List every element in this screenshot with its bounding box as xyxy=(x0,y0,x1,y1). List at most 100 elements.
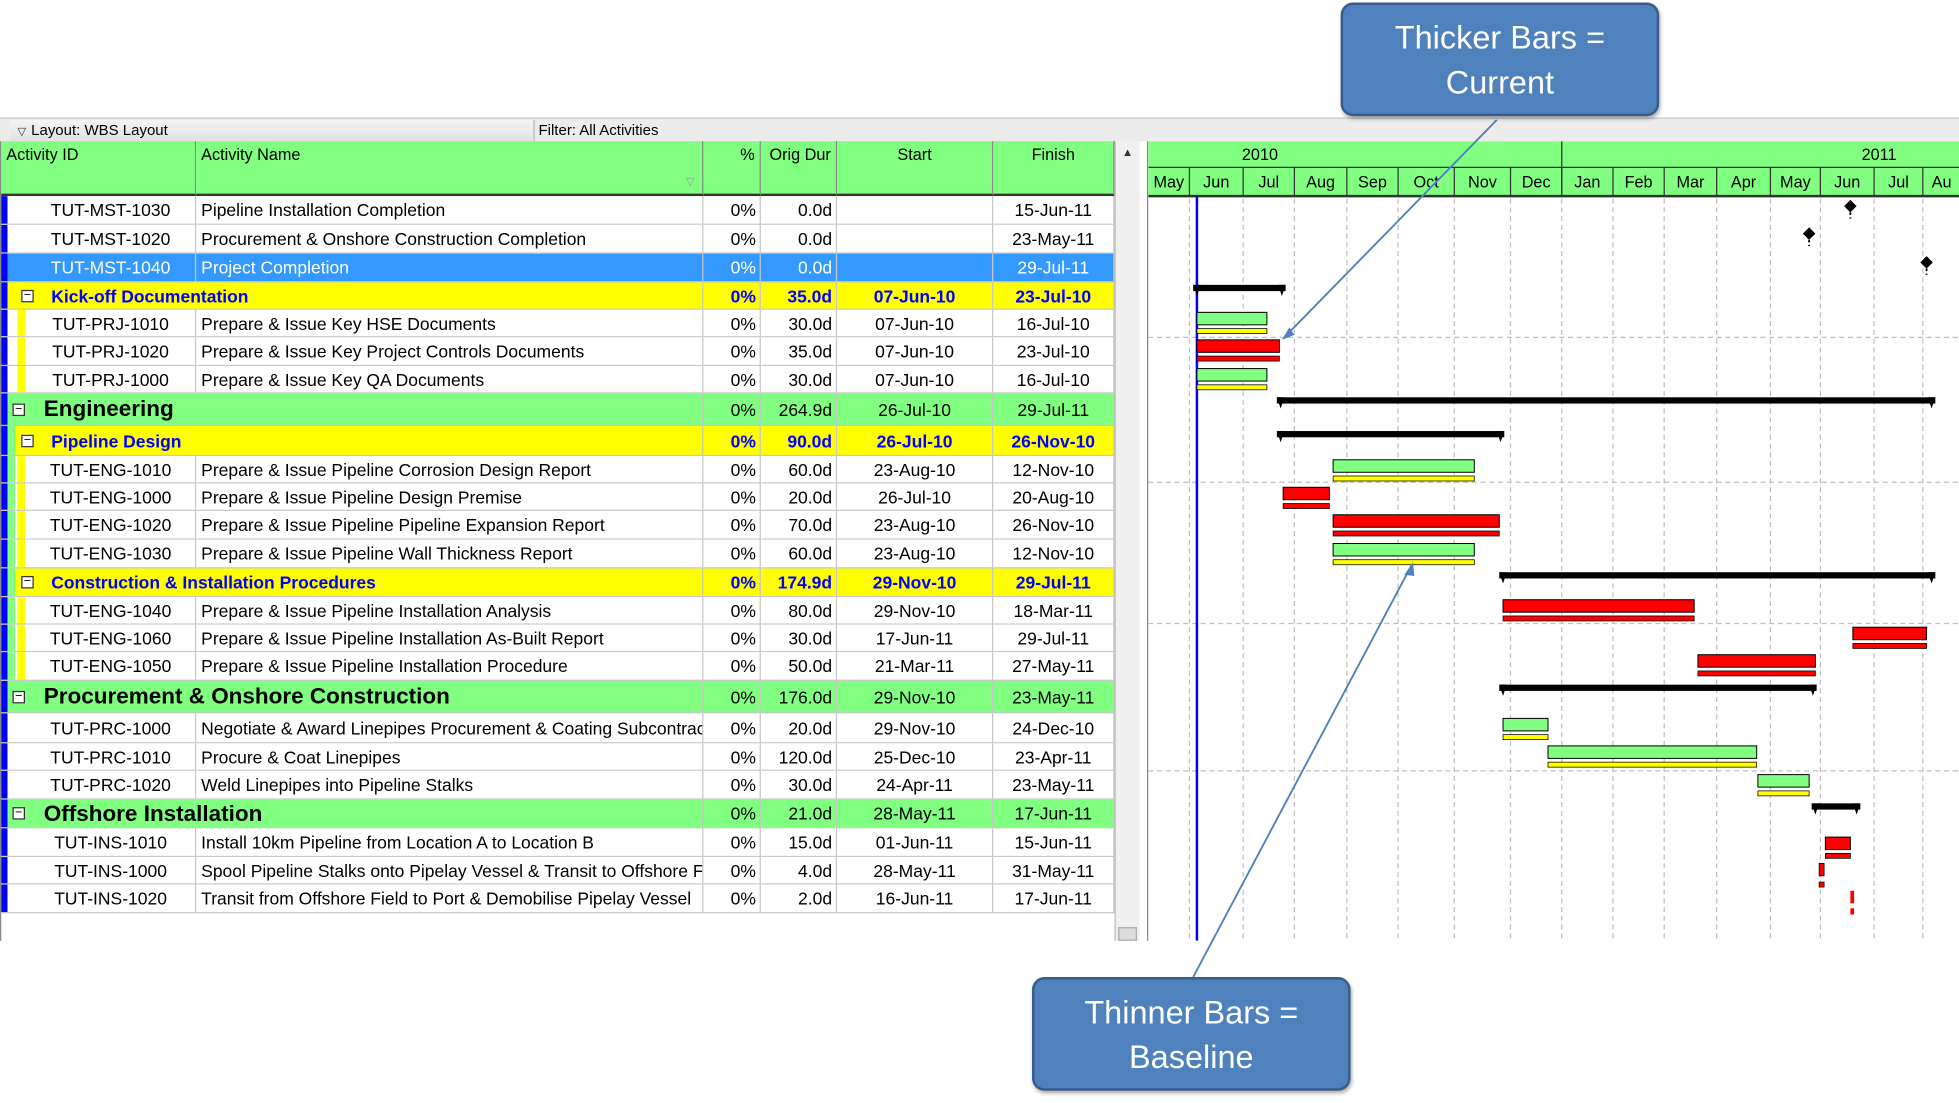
activity-id-cell[interactable]: TUT-INS-1000 xyxy=(26,857,197,884)
activity-id-cell[interactable]: TUT-MST-1040 xyxy=(26,253,197,282)
column-header-start[interactable]: Start xyxy=(837,141,994,197)
activity-id-cell[interactable]: TUT-PRC-1010 xyxy=(26,743,197,770)
orig-dur-cell[interactable]: 35.0d xyxy=(761,337,838,365)
pct-cell[interactable]: 0% xyxy=(703,828,761,856)
filter-icon[interactable]: ▽ xyxy=(686,174,695,188)
scrollbar-thumb[interactable] xyxy=(1118,927,1137,941)
orig-dur-cell[interactable]: 30.0d xyxy=(761,366,838,393)
column-header-activity-id[interactable]: Activity ID xyxy=(1,141,197,197)
pct-cell[interactable]: 0% xyxy=(703,366,761,393)
finish-cell[interactable]: 24-Dec-10 xyxy=(993,713,1115,743)
finish-cell[interactable]: 31-May-11 xyxy=(993,857,1115,884)
orig-dur-cell[interactable]: 90.0d xyxy=(761,426,838,455)
finish-cell[interactable]: 16-Jul-10 xyxy=(993,366,1115,393)
pct-cell[interactable]: 0% xyxy=(703,539,761,568)
start-cell[interactable]: 01-Jun-11 xyxy=(837,828,994,856)
finish-cell[interactable]: 26-Nov-10 xyxy=(993,511,1115,539)
activity-name-cell[interactable]: Prepare & Issue Key HSE Documents xyxy=(196,309,704,337)
layout-dropdown[interactable]: ▽Layout: WBS Layout xyxy=(9,119,535,142)
start-cell[interactable]: 07-Jun-10 xyxy=(837,337,994,365)
column-header-activity-name[interactable]: Activity Name ▽ xyxy=(196,141,704,197)
start-cell[interactable]: 23-Aug-10 xyxy=(837,511,994,539)
activity-name-cell[interactable]: Negotiate & Award Linepipes Procurement … xyxy=(196,713,704,743)
wbs-name-cell[interactable]: Offshore Installation xyxy=(39,799,704,828)
pct-cell[interactable]: 0% xyxy=(703,456,761,483)
pct-cell[interactable]: 0% xyxy=(703,770,761,799)
activity-name-cell[interactable]: Transit from Offshore Field to Port & De… xyxy=(196,884,704,913)
orig-dur-cell[interactable]: 4.0d xyxy=(761,857,838,884)
pct-cell[interactable]: 0% xyxy=(703,652,761,680)
orig-dur-cell[interactable]: 80.0d xyxy=(761,597,838,624)
pct-cell[interactable]: 0% xyxy=(703,680,761,713)
column-header-pct[interactable]: % xyxy=(703,141,761,197)
activity-id-cell[interactable]: TUT-ENG-1060 xyxy=(26,624,197,651)
pct-cell[interactable]: 0% xyxy=(703,393,761,425)
finish-cell[interactable]: 29-Jul-11 xyxy=(993,624,1115,651)
activity-id-cell[interactable]: TUT-MST-1030 xyxy=(26,196,197,224)
pct-cell[interactable]: 0% xyxy=(703,309,761,337)
orig-dur-cell[interactable]: 20.0d xyxy=(761,483,838,510)
finish-cell[interactable]: 18-Mar-11 xyxy=(993,597,1115,624)
pct-cell[interactable]: 0% xyxy=(703,624,761,651)
collapse-toggle-icon[interactable]: − xyxy=(12,690,25,703)
activity-id-cell[interactable]: TUT-ENG-1010 xyxy=(26,456,197,483)
orig-dur-cell[interactable]: 70.0d xyxy=(761,511,838,539)
activity-name-cell[interactable]: Project Completion xyxy=(196,253,704,282)
orig-dur-cell[interactable]: 60.0d xyxy=(761,539,838,568)
orig-dur-cell[interactable]: 174.9d xyxy=(761,568,838,596)
start-cell[interactable]: 29-Nov-10 xyxy=(837,680,994,713)
orig-dur-cell[interactable]: 15.0d xyxy=(761,828,838,856)
vertical-scrollbar[interactable]: ▲ xyxy=(1114,141,1140,941)
finish-cell[interactable]: 23-May-11 xyxy=(993,224,1115,253)
start-cell[interactable]: 17-Jun-11 xyxy=(837,624,994,651)
activity-name-cell[interactable]: Weld Linepipes into Pipeline Stalks xyxy=(196,770,704,799)
activity-id-cell[interactable]: TUT-ENG-1030 xyxy=(26,539,197,568)
orig-dur-cell[interactable]: 35.0d xyxy=(761,282,838,309)
start-cell[interactable] xyxy=(837,224,994,253)
orig-dur-cell[interactable]: 264.9d xyxy=(761,393,838,425)
finish-cell[interactable]: 12-Nov-10 xyxy=(993,539,1115,568)
activity-id-cell[interactable]: TUT-ENG-1020 xyxy=(26,511,197,539)
activity-id-cell[interactable]: TUT-PRJ-1020 xyxy=(26,337,197,365)
activity-name-cell[interactable]: Prepare & Issue Key QA Documents xyxy=(196,366,704,393)
pct-cell[interactable]: 0% xyxy=(703,884,761,913)
finish-cell[interactable]: 15-Jun-11 xyxy=(993,828,1115,856)
finish-cell[interactable]: 20-Aug-10 xyxy=(993,483,1115,510)
pct-cell[interactable]: 0% xyxy=(703,196,761,224)
pct-cell[interactable]: 0% xyxy=(703,597,761,624)
orig-dur-cell[interactable]: 21.0d xyxy=(761,799,838,828)
column-header-orig-dur[interactable]: Orig Dur xyxy=(760,141,838,197)
finish-cell[interactable]: 23-Jul-10 xyxy=(993,337,1115,365)
start-cell[interactable]: 28-May-11 xyxy=(837,857,994,884)
finish-cell[interactable]: 12-Nov-10 xyxy=(993,456,1115,483)
orig-dur-cell[interactable]: 30.0d xyxy=(761,770,838,799)
collapse-toggle-icon[interactable]: − xyxy=(21,575,34,589)
column-header-finish[interactable]: Finish xyxy=(993,141,1115,197)
start-cell[interactable]: 25-Dec-10 xyxy=(837,743,994,770)
scroll-up-icon[interactable]: ▲ xyxy=(1121,146,1134,159)
activity-id-cell[interactable]: TUT-INS-1020 xyxy=(26,884,197,913)
finish-cell[interactable]: 17-Jun-11 xyxy=(993,799,1115,828)
orig-dur-cell[interactable]: 0.0d xyxy=(761,224,838,253)
start-cell[interactable]: 16-Jun-11 xyxy=(837,884,994,913)
start-cell[interactable]: 07-Jun-10 xyxy=(837,309,994,337)
pct-cell[interactable]: 0% xyxy=(703,857,761,884)
